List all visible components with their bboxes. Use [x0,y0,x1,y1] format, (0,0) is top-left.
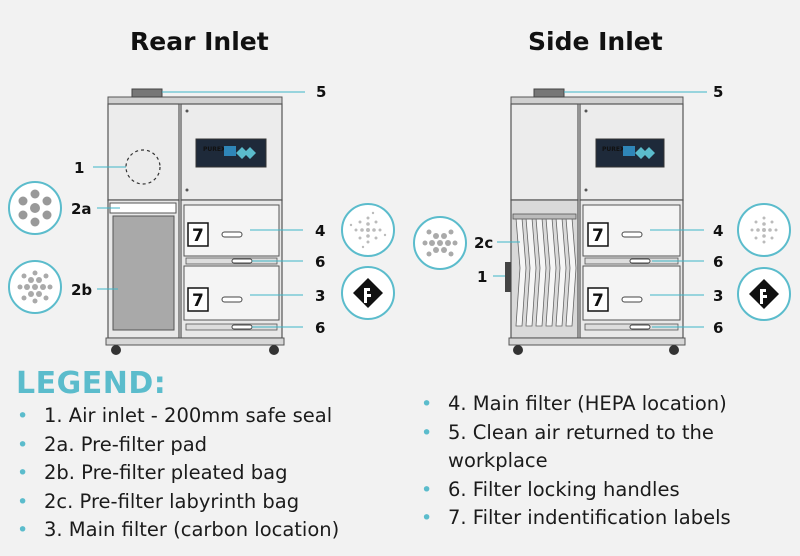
air-inlet-circle [125,149,161,185]
side-label-1: 1 [477,268,487,286]
side-inlet-title: Side Inlet [528,27,663,56]
side-label-6a: 6 [713,253,723,271]
legend-right: 4. Main filter (HEPA location) 5. Clean … [420,390,790,533]
legend-item-5: 5. Clean air returned to the workplace [420,419,790,476]
rear-label-3: 3 [315,287,325,305]
hepa-filter-icon [341,203,395,257]
legend-item-2a: 2a. Pre-filter pad [16,431,396,460]
rear-label-5: 5 [316,83,326,101]
legend-item-4: 4. Main filter (HEPA location) [420,390,790,419]
rear-label-2b: 2b [71,281,92,299]
brand-logo-side: PUREX [602,146,625,153]
legend-item-3: 3. Main filter (carbon location) [16,516,396,545]
label-7-b: 7 [192,291,204,311]
rear-label-2a: 2a [71,200,92,218]
legend-item-1: 1. Air inlet - 200mm safe seal [16,402,396,431]
hepa-filter-icon-side [737,203,791,257]
rear-label-6b: 6 [315,319,325,337]
carbon-filter-icon-side [737,267,791,321]
rear-label-1: 1 [74,159,84,177]
legend-title: LEGEND: [16,366,167,401]
side-label-7-b: 7 [592,291,604,311]
side-label-3: 3 [713,287,723,305]
legend-item-6: 6. Filter locking handles [420,476,790,505]
legend-left: 1. Air inlet - 200mm safe seal 2a. Pre-f… [16,402,396,545]
brand-logo: PUREX [203,146,226,153]
rear-label-6a: 6 [315,253,325,271]
side-label-6b: 6 [713,319,723,337]
pre-filter-pad-icon [8,181,62,235]
label-7-a: 7 [192,226,204,246]
pre-filter-bag-icon [8,260,62,314]
legend-item-2b: 2b. Pre-filter pleated bag [16,459,396,488]
side-inlet-unit: PUREX 7 7 [505,88,686,355]
legend-item-2c: 2c. Pre-filter labyrinth bag [16,488,396,517]
side-label-2c: 2c [474,234,493,252]
legend-item-7: 7. Filter indentification labels [420,504,790,533]
rear-inlet-title: Rear Inlet [130,27,269,56]
side-label-5: 5 [713,83,723,101]
rear-inlet-unit: PUREX 7 7 [105,88,285,355]
filter-unit-diagram: PUREX 7 7 1 2a 2b 5 4 [8,83,791,355]
side-label-7-a: 7 [592,226,604,246]
side-label-4: 4 [713,222,723,240]
labyrinth-bag-icon [413,216,467,270]
carbon-filter-icon [341,266,395,320]
rear-label-4: 4 [315,222,325,240]
